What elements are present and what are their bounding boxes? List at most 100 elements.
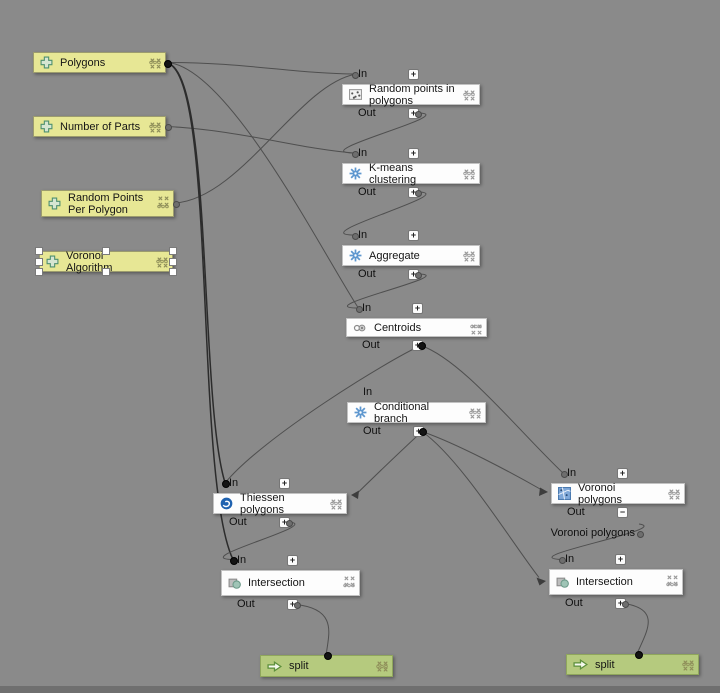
options-grid-icon[interactable] <box>464 88 475 106</box>
node-alg-intersection-right[interactable]: Intersection <box>549 569 683 595</box>
selection-handle[interactable] <box>102 247 110 255</box>
node-alg-random-points-in-polygons[interactable]: Random points in polygons <box>342 83 480 107</box>
options-grid-icon[interactable] <box>150 120 161 138</box>
options-grid-icon[interactable] <box>158 194 169 212</box>
options-grid-icon[interactable] <box>377 659 388 677</box>
selection-handle[interactable] <box>169 257 177 266</box>
alg-intersection-left-in-socket[interactable] <box>230 557 238 565</box>
selection-handle[interactable] <box>35 257 43 266</box>
options-grid-icon[interactable] <box>669 487 680 505</box>
ellipsis-icon[interactable] <box>376 656 388 674</box>
alg-kmeans-clustering-out-socket[interactable] <box>414 189 422 197</box>
alg-kmeans-clustering-in-socket[interactable] <box>351 150 359 158</box>
ellipsis-icon[interactable] <box>463 245 475 263</box>
node-input-polygons[interactable]: Polygons <box>33 52 166 73</box>
arrow-output-icon <box>573 658 588 671</box>
edge-aggregate-out-to-centroids-in <box>347 273 427 309</box>
alg-thiessen-polygons-in-socket[interactable] <box>222 480 230 488</box>
edge-thiessen-out-to-intersection-left-in <box>222 521 296 560</box>
alg-intersection-right-in-socket[interactable] <box>558 556 566 564</box>
alg-voronoi-polygons-label: Voronoi polygons <box>578 481 623 506</box>
edge-intersection-right-out-to-split <box>623 603 649 652</box>
selection-handle[interactable] <box>169 247 177 255</box>
options-grid-icon[interactable] <box>331 497 342 515</box>
edge-intersection-left-out-to-split <box>295 604 330 653</box>
node-alg-thiessen-polygons[interactable]: Thiessen polygons <box>213 492 347 516</box>
voronoi-icon <box>558 487 571 500</box>
alg-voronoi-polygons-expand-outputs-button[interactable]: − <box>617 506 628 518</box>
node-output-split-right[interactable]: split <box>566 654 699 675</box>
input-random-points-per-polygon-output-socket[interactable] <box>172 201 180 208</box>
ellipsis-icon[interactable] <box>330 493 342 511</box>
ellipsis-icon[interactable] <box>469 402 481 420</box>
out-port-label: Out <box>358 106 376 119</box>
alg-intersection-left-out-socket[interactable] <box>293 601 301 609</box>
ellipsis-icon[interactable] <box>157 196 169 214</box>
options-grid-icon[interactable] <box>150 56 161 74</box>
node-input-random-points-per-polygon[interactable]: Random Points Per Polygon <box>41 190 174 217</box>
options-grid-icon[interactable] <box>157 255 168 273</box>
canvas-bottom-edge <box>0 686 720 693</box>
selection-handle[interactable] <box>35 247 43 255</box>
output-split-left-label: split <box>289 660 309 672</box>
edge-random-points-out-to-kmeans-in <box>343 112 427 154</box>
input-random-points-per-polygon-label: Random Points Per Polygon <box>68 191 144 216</box>
alg-random-points-in-polygons-expand-inputs-button[interactable]: + <box>408 68 419 80</box>
input-number-of-parts-output-socket[interactable] <box>164 124 172 131</box>
alg-random-points-in-polygons-in-socket[interactable] <box>351 71 359 79</box>
ellipsis-icon[interactable] <box>666 574 678 592</box>
alg-intersection-right-expand-inputs-button[interactable]: + <box>615 553 626 565</box>
options-grid-icon[interactable] <box>470 406 481 424</box>
node-alg-aggregate[interactable]: Aggregate <box>342 245 480 266</box>
edge-centroids-out-to-voronoi-in <box>420 345 563 473</box>
alg-aggregate-expand-inputs-button[interactable]: + <box>408 229 419 241</box>
alg-centroids-out-socket[interactable] <box>418 342 426 350</box>
node-alg-conditional-branch[interactable]: Conditional branch <box>347 400 486 425</box>
ellipsis-icon[interactable] <box>463 84 475 102</box>
node-alg-voronoi-polygons[interactable]: Voronoi polygons <box>551 481 685 506</box>
selection-handle[interactable] <box>102 268 110 276</box>
node-alg-intersection-left[interactable]: Intersection <box>221 570 360 596</box>
ellipsis-icon[interactable] <box>463 163 475 181</box>
ellipsis-icon[interactable] <box>149 52 161 70</box>
out-port-label: Out <box>567 505 585 518</box>
split-right-input-socket[interactable] <box>635 650 643 659</box>
alg-intersection-right-out-socket[interactable] <box>621 600 629 608</box>
alg-conditional-branch-out-socket[interactable] <box>419 428 427 436</box>
in-port-label: In <box>363 385 373 398</box>
ellipsis-icon[interactable] <box>668 483 680 501</box>
selection-handle[interactable] <box>35 268 43 276</box>
edge-branch-out-to-voronoi-box <box>421 431 542 490</box>
alg-voronoi-polygons-output-value-socket[interactable] <box>636 531 644 538</box>
selection-handle[interactable] <box>169 268 177 276</box>
ellipsis-icon[interactable] <box>149 116 161 134</box>
out-port-label: Out <box>237 597 255 610</box>
node-alg-centroids[interactable]: Centroids <box>346 318 487 337</box>
split-left-input-socket[interactable] <box>323 651 332 660</box>
alg-voronoi-polygons-expand-inputs-button[interactable]: + <box>617 467 628 479</box>
node-input-number-of-parts[interactable]: Number of Parts <box>33 116 166 137</box>
input-polygons-label: Polygons <box>60 56 106 69</box>
node-alg-kmeans-clustering[interactable]: K-means clustering <box>342 161 480 186</box>
ellipsis-icon[interactable] <box>682 654 694 672</box>
options-grid-icon[interactable] <box>464 249 475 267</box>
input-polygons-output-socket[interactable] <box>164 59 172 68</box>
alg-centroids-in-socket[interactable] <box>355 305 363 313</box>
alg-kmeans-clustering-expand-inputs-button[interactable]: + <box>408 147 419 159</box>
alg-voronoi-polygons-in-socket[interactable] <box>560 470 568 478</box>
alg-random-points-in-polygons-out-socket[interactable] <box>414 110 422 118</box>
options-grid-icon[interactable] <box>464 167 475 185</box>
alg-conditional-branch-label: Conditional branch <box>374 400 430 425</box>
alg-thiessen-polygons-out-socket[interactable] <box>285 519 293 527</box>
alg-thiessen-polygons-expand-inputs-button[interactable]: + <box>279 477 290 489</box>
ellipsis-icon[interactable] <box>156 251 168 269</box>
alg-aggregate-in-socket[interactable] <box>351 232 359 240</box>
alg-aggregate-out-socket[interactable] <box>414 271 422 279</box>
alg-intersection-left-expand-inputs-button[interactable]: + <box>287 554 298 566</box>
alg-kmeans-clustering-label: K-means clustering <box>369 161 417 186</box>
alg-centroids-expand-inputs-button[interactable]: + <box>412 302 423 314</box>
out-port-label: Out <box>565 596 583 609</box>
ellipsis-icon[interactable] <box>343 575 355 593</box>
options-grid-icon[interactable] <box>683 658 694 676</box>
ellipsis-icon[interactable] <box>470 316 482 334</box>
